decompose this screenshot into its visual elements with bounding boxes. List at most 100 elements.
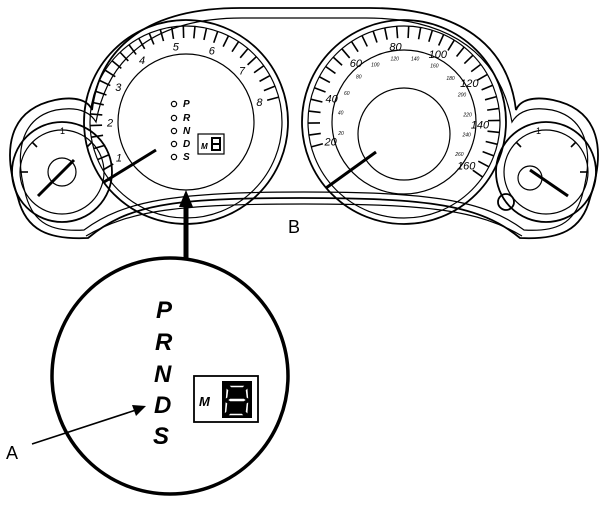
- speedometer-tick: [372, 30, 378, 43]
- gear-letter-n-small: N: [183, 126, 191, 137]
- gear-letter-d: D: [154, 392, 171, 419]
- tachometer-tick: [263, 85, 276, 92]
- speedometer-tick: [350, 41, 359, 53]
- speedometer-tick: [487, 107, 500, 111]
- speedometer-inner-scale-ring: [331, 49, 477, 195]
- tachometer-tick: [203, 28, 208, 41]
- gear-lamp-p: [170, 100, 178, 108]
- manual-mode-label: M: [199, 394, 211, 409]
- callout-b-label: B: [288, 217, 300, 237]
- speedometer-tick: [455, 46, 465, 57]
- manual-mode-label-small: M: [201, 142, 208, 151]
- speedometer-tick: [484, 95, 497, 101]
- tachometer-tick: [193, 26, 196, 39]
- gear-letter-n: N: [154, 361, 172, 388]
- speedometer-ticks: [307, 26, 501, 178]
- speedometer-inner-label: 260: [454, 152, 464, 158]
- left-gauge-label: 1: [60, 126, 65, 136]
- housing-lower-edge: [85, 203, 523, 237]
- speedometer-inner-label: 140: [411, 57, 420, 63]
- speedometer-rim: [307, 25, 501, 219]
- gear-lamp-s: [170, 153, 178, 161]
- speedometer-outer-label: 40: [326, 94, 339, 106]
- tachometer-tick: [259, 74, 271, 83]
- speedometer-center: [357, 87, 451, 181]
- odometer-reset-knob: [497, 193, 515, 211]
- gear-letter-s-small: S: [183, 152, 190, 163]
- magnify-arrow: [179, 190, 193, 261]
- tachometer-label: 1: [116, 153, 122, 165]
- gear-digit-small: [211, 137, 221, 151]
- callout-a: A: [6, 405, 146, 463]
- speedometer-tick: [487, 130, 500, 134]
- left-gauge-hub: [47, 157, 77, 187]
- tachometer-tick: [266, 96, 279, 102]
- magnified-gear-indicator: P R N D S M: [50, 256, 290, 496]
- tachometer-label: 5: [173, 42, 180, 54]
- left-small-gauge: 1: [11, 121, 113, 223]
- callout-a-label: A: [6, 443, 18, 463]
- housing-inner-outline: [19, 17, 589, 231]
- tachometer-tick: [170, 26, 175, 40]
- speedometer-tick: [361, 35, 368, 47]
- speedometer-tick: [428, 30, 434, 42]
- magnified-view-circle: [50, 256, 290, 496]
- tachometer-tick: [253, 65, 265, 74]
- speedometer-tick: [341, 48, 351, 59]
- speedometer-inner-label: 60: [344, 91, 350, 97]
- speedometer-inner-label: 220: [462, 112, 472, 118]
- speedometer-tick: [308, 132, 321, 136]
- speedometer-inner-label: 100: [371, 63, 380, 69]
- tachometer-tick: [159, 29, 165, 42]
- speedometer-tick: [310, 98, 323, 103]
- tachometer-tick: [97, 154, 110, 161]
- gear-indicator-small: P R N D S M: [170, 99, 225, 163]
- tachometer-tick: [94, 90, 107, 96]
- gear-letter-r: R: [155, 329, 173, 356]
- gear-letter-d-small: D: [183, 139, 190, 150]
- speedometer-tick: [463, 54, 474, 65]
- speedometer-tick: [318, 76, 331, 84]
- tachometer-tick: [222, 35, 230, 48]
- callout-a-arrowhead: [132, 405, 146, 416]
- speedometer-outer-label: 120: [460, 78, 479, 90]
- right-gauge-bezel: [495, 121, 597, 223]
- speedometer-inner-label: 80: [356, 74, 362, 80]
- tachometer-tick: [231, 41, 240, 53]
- right-gauge-label: 1: [536, 126, 541, 136]
- tachometer-needle: [103, 148, 157, 184]
- gear-digit-box-small: [197, 133, 225, 155]
- gear-lamp-d: [170, 140, 178, 148]
- left-gauge-needle: [36, 158, 76, 198]
- speedometer-tick: [417, 27, 422, 40]
- right-small-gauge: 1: [495, 121, 597, 223]
- tachometer-tick: [93, 144, 106, 150]
- speedometer-tick: [311, 142, 324, 148]
- tachometer-tick: [212, 31, 219, 43]
- gear-letters-large: P R N D S: [153, 297, 173, 450]
- tachometer-tick: [239, 48, 249, 59]
- speedometer-tick: [485, 140, 498, 146]
- speedometer-inner-label: 240: [462, 133, 472, 139]
- speedometer-tick: [437, 34, 445, 46]
- gear-letter-r-small: R: [183, 113, 191, 124]
- tachometer-tick: [148, 33, 155, 45]
- callout-a-leader: [31, 409, 137, 445]
- speedometer-inner-label: 120: [391, 56, 400, 62]
- tachometer-label: 3: [115, 82, 122, 94]
- speedometer-tick: [407, 26, 410, 39]
- tachometer-tick: [90, 113, 103, 116]
- speedometer-tick: [332, 56, 343, 66]
- magnify-arrow-shaft: [183, 205, 189, 261]
- left-gauge-bezel: [11, 121, 113, 223]
- speedometer-tick: [447, 39, 455, 51]
- tachometer-label: 4: [139, 55, 145, 67]
- tachometer-ticks: [90, 26, 279, 171]
- speedometer-needle: [325, 150, 377, 190]
- tachometer-label: 6: [209, 45, 216, 57]
- gear-digit-display: [222, 381, 252, 418]
- speedometer-tick: [325, 65, 336, 75]
